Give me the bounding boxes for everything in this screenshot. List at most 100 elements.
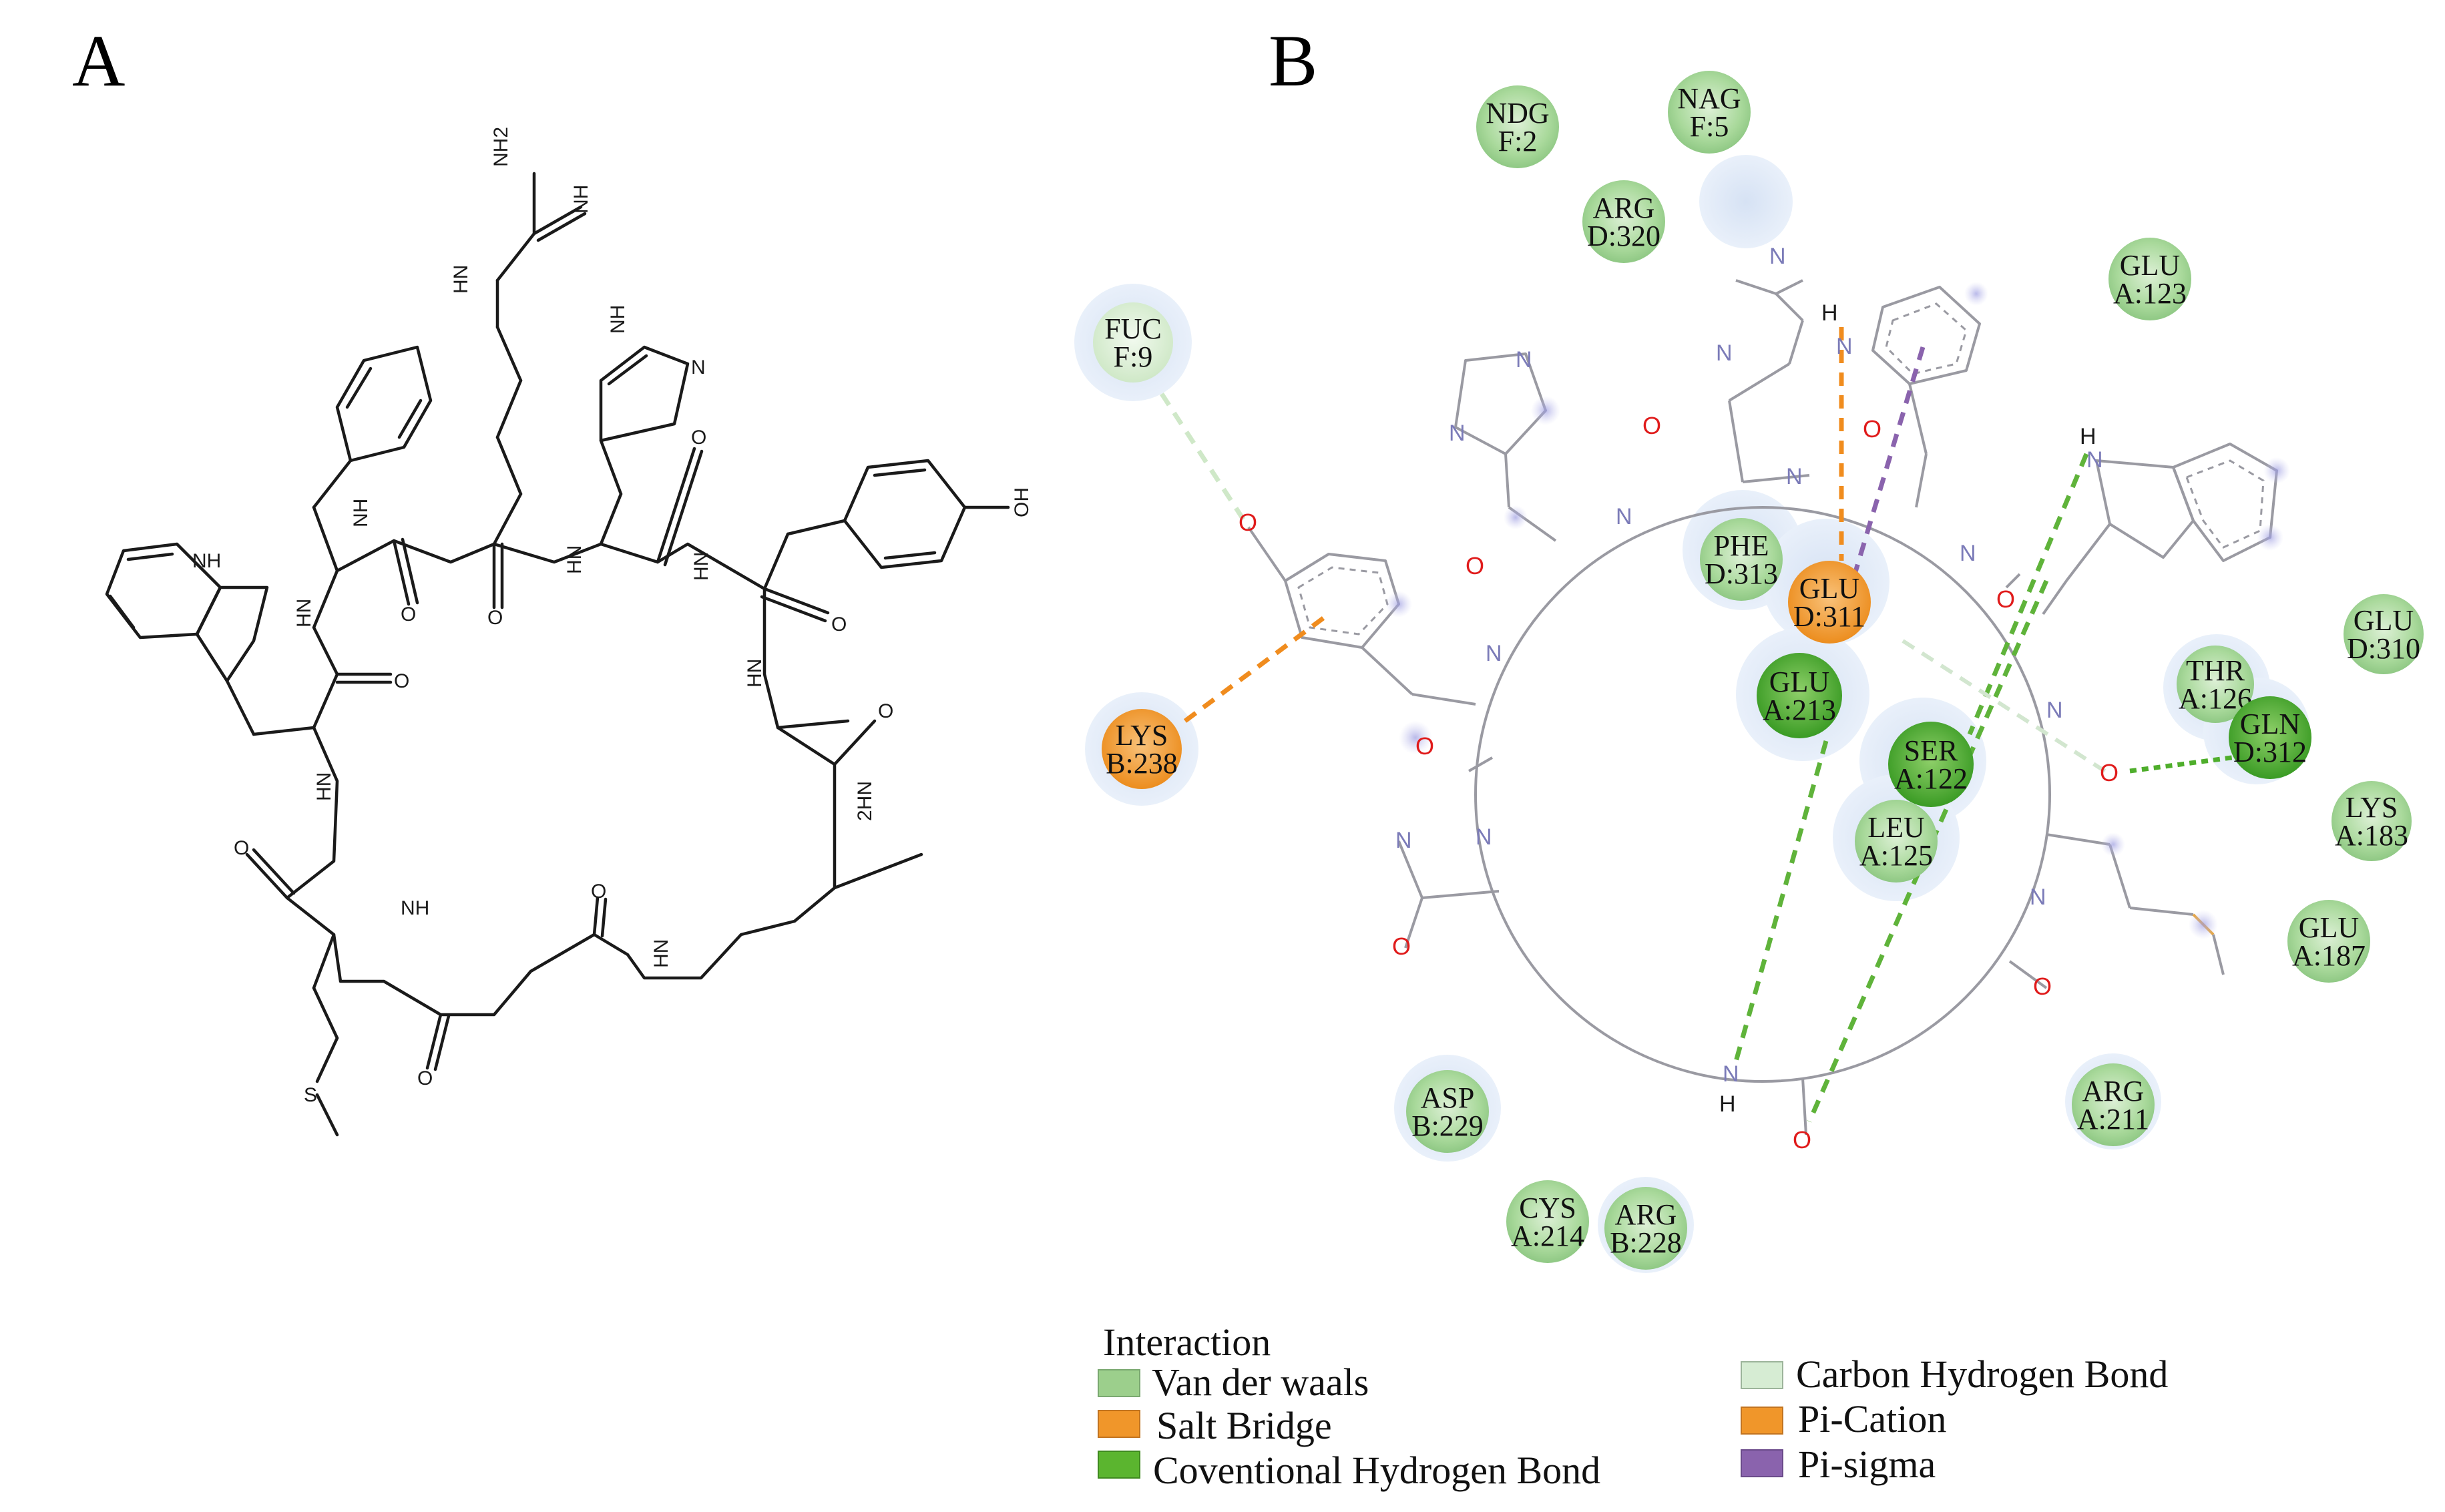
hbond-line-glu213: [1733, 740, 1829, 1062]
atom-o-7: O: [417, 1067, 433, 1089]
residue-name: FUC: [1104, 312, 1162, 345]
residue-circle: [1757, 653, 1842, 738]
atom-hn-arg: HN: [450, 265, 472, 294]
residue-bubbles: NDGF:2NAGF:5ARGD:320GLUA:123FUCF:9PHED:3…: [1093, 71, 2424, 1270]
residue-name: SER: [1904, 734, 1958, 767]
residue-circle: [1582, 180, 1665, 263]
lig-n-12: N: [1476, 824, 1492, 850]
residue-chain: F:2: [1498, 125, 1538, 158]
residue-name: CYS: [1519, 1192, 1576, 1224]
atom-nh-imidazole: NH: [607, 305, 629, 334]
residue-name: ARG: [1615, 1198, 1677, 1231]
atom-nh2: NH2: [490, 127, 512, 167]
residue-circle: [2331, 781, 2412, 861]
ligand-macrocycle: [1474, 506, 2051, 1083]
lig-n-3: N: [1836, 334, 1853, 359]
panel-b-label: B: [1269, 20, 1317, 101]
residue-name: ARG: [2082, 1075, 2145, 1107]
residue-name: PHE: [1713, 529, 1769, 562]
legend-swatch-salt: [1098, 1410, 1140, 1438]
residue-name: GLN: [2240, 708, 2300, 740]
lig-n-11: N: [2030, 885, 2046, 910]
residue-circle: [1700, 518, 1783, 601]
legend-label-pisigma: Pi-sigma: [1798, 1443, 1936, 1486]
lig-n-14: N: [1723, 1061, 1739, 1087]
residue-circle: [1506, 1180, 1589, 1263]
residue-circle: [1855, 800, 1938, 883]
residue-chain: A:214: [1511, 1220, 1584, 1252]
lig-o-8: O: [2033, 973, 2052, 1000]
atom-s: S: [304, 1084, 317, 1106]
residue-name: ASP: [1421, 1081, 1475, 1114]
atom-o-9: O: [878, 700, 893, 722]
legend: Interaction Van der waals Salt Bridge Co…: [1098, 1320, 2168, 1492]
atom-nh-indole: NH: [192, 550, 221, 572]
lig-n-5: N: [1516, 347, 1532, 372]
residue-circle: [2108, 238, 2191, 320]
residue-name: THR: [2186, 654, 2245, 687]
atom-nh-phe: NH: [350, 499, 372, 527]
legend-swatch-chb: [1741, 1361, 1783, 1389]
residue-chain: A:125: [1859, 839, 1933, 872]
residue-chain: F:9: [1114, 340, 1153, 373]
residue-circle: [1788, 561, 1871, 644]
residue-chain: A:123: [2113, 277, 2187, 310]
lig-n-2: N: [1716, 340, 1733, 366]
residue-name: NDG: [1486, 97, 1549, 130]
residue-chain: B:238: [1106, 747, 1178, 780]
residue-name: GLU: [1799, 572, 1859, 605]
phenyl-side-chain: [312, 345, 433, 573]
arginine-side-chain: [492, 172, 587, 546]
lig-o-4: O: [1642, 412, 1661, 439]
residue-circle: [2177, 646, 2254, 723]
residue-circle: [1102, 709, 1182, 789]
atom-hn-lys: HN: [744, 659, 766, 688]
atom-nh-imine: NH: [570, 185, 592, 214]
atom-oh: OH: [1011, 487, 1033, 517]
atom-nh-met: NH: [401, 897, 429, 919]
ligand-methionine: [2046, 832, 2225, 975]
picat-line-lys: [1183, 612, 1331, 723]
lig-n-8: N: [1486, 641, 1502, 666]
panel-a-structure: NH2 NH HN NH N OH NH NH HN HN HN HN HN N…: [105, 127, 1033, 1137]
residue-circle: [2072, 1063, 2155, 1146]
lig-h-3: H: [1719, 1091, 1736, 1117]
lig-n-15: N: [2086, 447, 2103, 473]
residue-chain: B:229: [1411, 1109, 1484, 1142]
lig-n-6: N: [1449, 421, 1466, 446]
residue-chain: D:310: [2347, 632, 2420, 665]
residue-chain: A:213: [1763, 694, 1836, 726]
atom-o-3: O: [691, 427, 706, 449]
lig-o-1: O: [1466, 552, 1484, 579]
residue-chain: F:5: [1690, 110, 1729, 143]
legend-item-picat: Pi-Cation: [1741, 1397, 1946, 1441]
tryptophan-side-chain: [105, 542, 316, 736]
atom-o-6: O: [234, 837, 249, 859]
lig-h-2: H: [2080, 424, 2096, 449]
residue-circle: [1476, 85, 1559, 168]
legend-item-pisigma: Pi-sigma: [1741, 1443, 1936, 1486]
residue-chain: D:312: [2233, 736, 2307, 768]
pisigma-line: [1840, 346, 1926, 615]
lig-n-9: N: [1960, 541, 1976, 566]
residue-name: GLU: [2120, 249, 2180, 282]
legend-item-chb: Carbon Hydrogen Bond: [1741, 1352, 2168, 1396]
lig-n-10: N: [2046, 698, 2063, 723]
ligand-indole: [2042, 443, 2290, 615]
legend-label-picat: Pi-Cation: [1798, 1397, 1946, 1441]
atom-o-5: O: [394, 670, 409, 692]
lig-o-tyr: O: [1239, 509, 1257, 536]
residue-name: GLU: [2299, 911, 2359, 944]
